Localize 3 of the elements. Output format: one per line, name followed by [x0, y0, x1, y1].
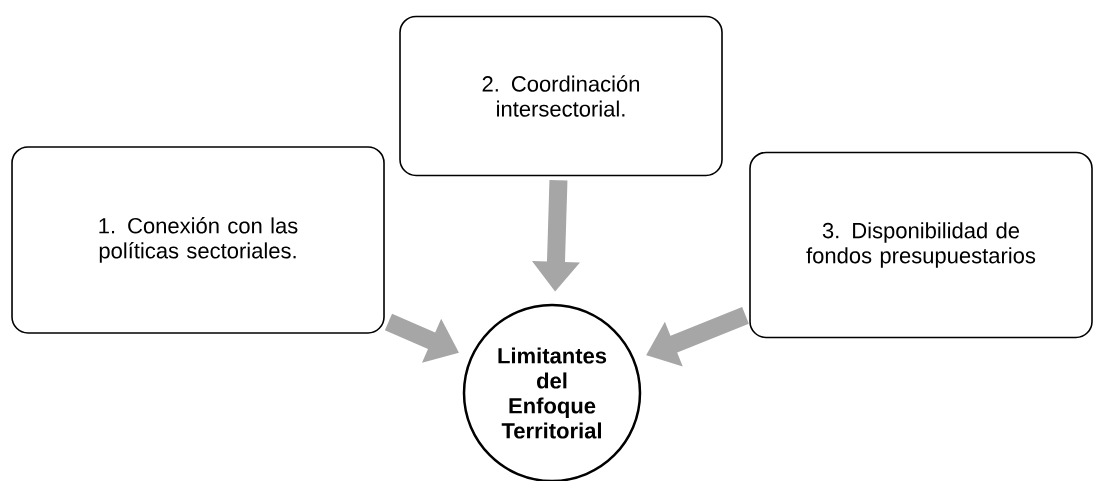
rounded-box: 3. Disponibilidad de fondos presupuestarios [749, 151, 1093, 339]
rounded-box: 2. Coordinación intersectorial. [399, 15, 723, 177]
rounded-box: 1. Conexión con las políticas sectoriales. [11, 146, 385, 334]
